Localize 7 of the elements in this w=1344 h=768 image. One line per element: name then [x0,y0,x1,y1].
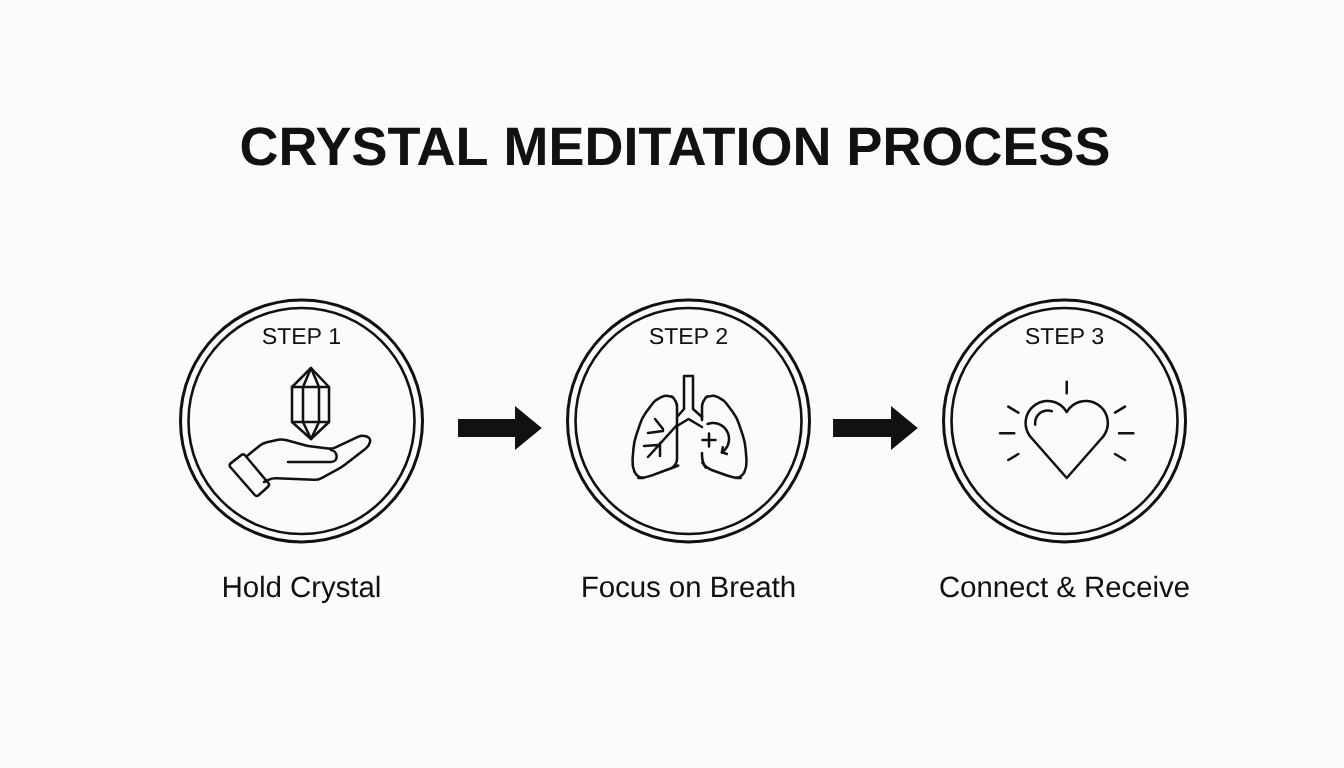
step-caption: Hold Crystal [224,575,380,604]
step-label: STEP 1 [262,327,340,345]
title: CRYSTAL MEDITATION PROCESS [241,127,1109,166]
step-label: STEP 3 [1025,327,1104,345]
step-label: STEP 2 [649,327,727,345]
step-caption: Focus on Breath [583,575,795,598]
step-caption: Connect & Receive [940,575,1189,598]
